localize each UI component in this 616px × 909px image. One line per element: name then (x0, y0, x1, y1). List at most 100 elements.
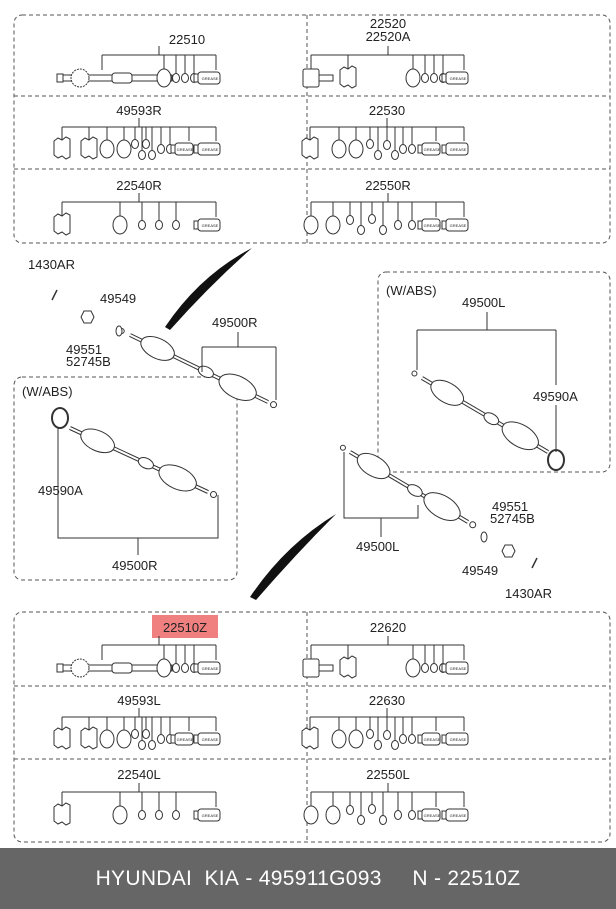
callout-label[interactable]: 49549 (462, 563, 498, 578)
brand: HYUNDAI KIA (95, 866, 240, 890)
o-ring-icon (394, 220, 402, 230)
o-ring-icon (181, 73, 189, 83)
kit-label[interactable]: 22620 (370, 620, 406, 635)
outer-joint-icon (158, 464, 197, 492)
grease-cap-icon (193, 220, 199, 230)
kit-label[interactable]: 22510 (169, 32, 205, 47)
ring-icon (325, 215, 341, 235)
o-ring-icon (383, 140, 391, 150)
boot-icon (80, 726, 98, 750)
washer-icon (480, 531, 488, 543)
grease-label: GREASE (424, 147, 441, 152)
callout-label[interactable]: 49500L (356, 539, 399, 554)
outer-joint-icon (423, 492, 461, 522)
o-ring-icon (368, 214, 376, 224)
o-ring-icon (408, 144, 416, 154)
callout-label[interactable]: 52745B (66, 354, 111, 369)
callout-label[interactable]: 52745B (490, 511, 535, 526)
ring-icon (348, 139, 364, 159)
kit-label[interactable]: 22630 (369, 693, 405, 708)
o-ring-icon (148, 740, 156, 750)
bolt-icon (531, 557, 538, 569)
shaft-end-icon (56, 73, 64, 83)
kit-label[interactable]: 22530 (369, 103, 405, 118)
ring-icon (331, 729, 347, 749)
kit-label[interactable]: 22540L (117, 767, 160, 782)
kit-label[interactable]: 49593R (116, 103, 162, 118)
washer-icon (115, 325, 123, 337)
grease-cap-icon (193, 663, 199, 673)
kit-label[interactable]: 22550R (365, 178, 411, 193)
callout-label[interactable]: 49500R (112, 558, 158, 573)
o-ring-icon (157, 734, 165, 744)
grease-label: GREASE (450, 737, 467, 742)
rear-kits-box (13, 611, 611, 843)
kit-label[interactable]: 49593L (117, 693, 160, 708)
callout-label[interactable]: 1430AR (28, 257, 75, 272)
kit-label[interactable]: 22540R (116, 178, 162, 193)
o-ring-icon (391, 150, 399, 160)
ring-icon (303, 215, 319, 235)
o-ring-icon (138, 150, 146, 160)
callout-label[interactable]: 49551 (66, 342, 102, 357)
kit-panel: GREASE (302, 636, 469, 679)
callout-label: (W/ABS) (22, 384, 73, 399)
kit-panel: GREASE (56, 636, 221, 678)
callout-bracket (201, 332, 277, 400)
kit-panel: GREASE (53, 783, 221, 826)
o-ring-icon (138, 810, 146, 820)
clip-ring-icon (411, 370, 418, 377)
grease-label: GREASE (450, 666, 467, 671)
callout-label[interactable]: 49500L (462, 295, 505, 310)
kit-label[interactable]: 22550L (366, 767, 409, 782)
damper-icon (111, 72, 133, 84)
joint-stub-icon (318, 664, 334, 672)
ring-icon (156, 68, 172, 88)
outer-joint-icon (501, 421, 539, 451)
callout-label[interactable]: 49549 (100, 291, 136, 306)
o-ring-icon (172, 220, 180, 230)
arrow-swoosh-bottom (250, 514, 336, 600)
callout-label[interactable]: 49590A (38, 483, 83, 498)
o-ring-icon (181, 663, 189, 673)
damper-icon (111, 662, 133, 674)
highlight-box (152, 615, 218, 638)
o-ring-icon (374, 150, 382, 160)
grease-cap-icon (170, 144, 176, 154)
o-ring-icon (172, 810, 180, 820)
callout-label[interactable]: 49590A (533, 389, 578, 404)
spline-gear-icon (70, 68, 90, 88)
drive-shaft-right-abs (58, 421, 218, 499)
kit-label[interactable]: 22520A (366, 29, 411, 44)
callout-label[interactable]: 49551 (492, 499, 528, 514)
footer-bar: HYUNDAI KIA - 495911G093 N - 22510Z (0, 848, 616, 909)
inner-boot-icon (140, 335, 175, 361)
grease-label: GREASE (202, 223, 219, 228)
ring-icon (112, 215, 128, 235)
callout-label[interactable]: 1430AR (505, 586, 552, 601)
boot-icon (53, 212, 71, 236)
o-ring-icon (379, 225, 387, 235)
spacer (382, 867, 413, 891)
kit-panel: GREASE (56, 46, 221, 88)
o-ring-icon (430, 73, 438, 83)
callout-label[interactable]: 49500R (212, 315, 258, 330)
grease-label: GREASE (424, 737, 441, 742)
abs-ring-icon (51, 407, 69, 429)
bolt-icon (51, 289, 58, 301)
arrow-swoosh-top (165, 248, 252, 330)
kit-panel: GREASE GREASE (301, 708, 469, 750)
boot-icon (80, 136, 98, 160)
grease-label: GREASE (177, 147, 194, 152)
inner-boot-icon (80, 428, 115, 454)
kit-label[interactable]: 22520 (370, 16, 406, 31)
o-ring-icon (399, 734, 407, 744)
grease-label: GREASE (202, 76, 219, 81)
ring-icon (156, 658, 172, 678)
o-ring-icon (346, 805, 354, 815)
grease-label: GREASE (424, 813, 441, 818)
kit-label-highlighted[interactable]: 22510Z (163, 620, 207, 635)
grease-cap-icon (441, 810, 447, 820)
grease-label: GREASE (450, 147, 467, 152)
